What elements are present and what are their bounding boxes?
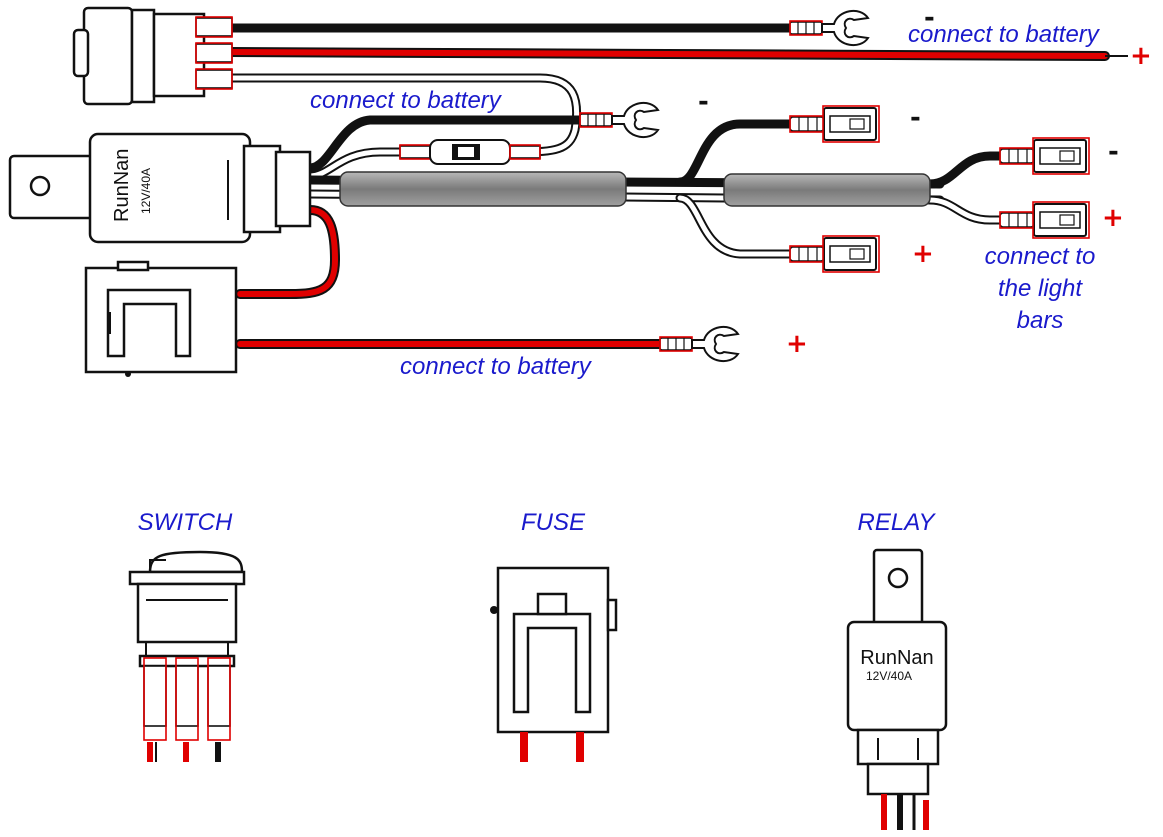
polarity-mid-negative: - <box>698 87 709 117</box>
rocker-switch <box>72 6 233 106</box>
polarity-light1-positive: + <box>912 239 934 269</box>
label-light-bars-line3: bars <box>1017 307 1064 334</box>
harness-sleeve-left <box>339 171 627 207</box>
label-connect-battery-mid: connect to battery <box>310 87 503 114</box>
bottom-positive-fork-terminal <box>659 325 739 363</box>
label-connect-battery-bottom: connect to battery <box>400 353 593 380</box>
light-bar-1-positive-connector <box>789 235 880 273</box>
harness-sleeve-right <box>723 173 931 207</box>
polarity-light1-negative: - <box>910 103 921 133</box>
polarity-bottom-positive: + <box>786 329 808 359</box>
label-light-bars-line2: the light <box>998 275 1083 302</box>
light-bar-2-positive-connector <box>999 201 1090 239</box>
mid-negative-fork-terminal <box>579 101 659 139</box>
fuse-holder <box>84 260 238 377</box>
fuse-caption: FUSE <box>521 509 586 536</box>
relay-harness: RunNan 12V/40A <box>8 132 312 244</box>
relay-illustration: RunNan 12V/40A <box>846 548 948 830</box>
fuse-illustration <box>490 566 618 762</box>
switch-illustration <box>128 550 246 762</box>
light-bar-1-negative-connector <box>789 105 880 143</box>
relay-brand-label: RunNan <box>111 149 133 222</box>
polarity-light2-positive: + <box>1102 203 1124 233</box>
top-negative-fork-terminal <box>789 9 869 47</box>
switch-battery-wires <box>225 23 1128 157</box>
relay-rating-label: 12V/40A <box>139 168 153 214</box>
relay-illustration-rating: 12V/40A <box>866 669 912 683</box>
inline-fuse-holder <box>399 139 541 165</box>
polarity-top-positive: + <box>1130 41 1152 71</box>
polarity-light2-negative: - <box>1108 137 1119 167</box>
switch-caption: SWITCH <box>138 509 233 536</box>
relay-caption: RELAY <box>858 509 937 536</box>
light-bar-2-negative-connector <box>999 137 1090 175</box>
polarity-top-negative: - <box>924 3 935 33</box>
relay-illustration-brand: RunNan <box>860 647 933 669</box>
label-connect-battery-top: connect to battery <box>908 21 1101 48</box>
label-light-bars-line1: connect to <box>985 243 1096 270</box>
harness-wires <box>235 115 1005 349</box>
